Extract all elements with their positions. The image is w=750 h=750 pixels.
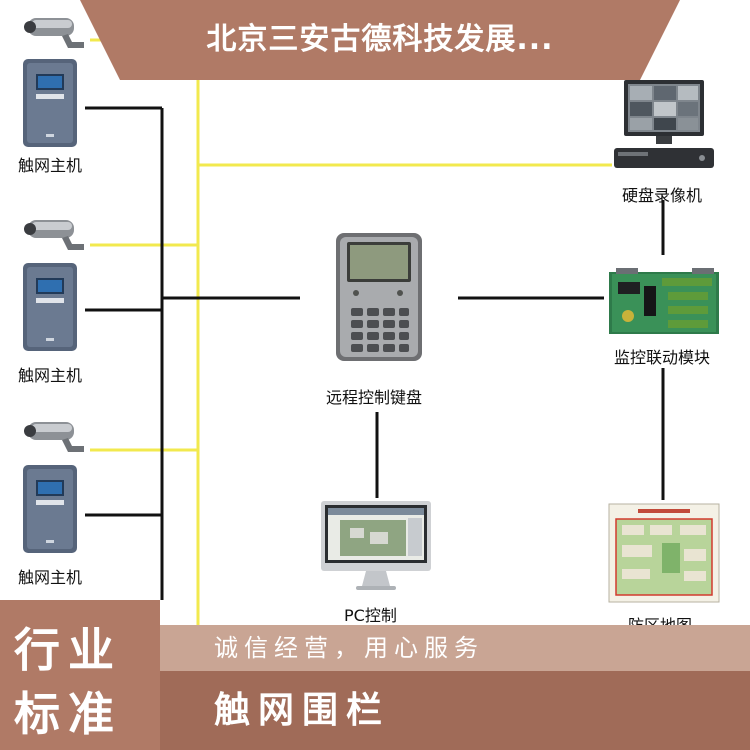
title-banner [80,0,680,80]
badge-line-1: 行业 [14,623,122,677]
slogan-text: 诚信经营，用心服务 [214,634,484,662]
industry-standard-badge: 行业 标准 [0,600,160,750]
cctv-camera-icon [24,220,84,250]
host-label: 触网主机 [18,366,83,385]
pc-monitor-icon [321,501,431,590]
circuit-board-icon [609,268,719,334]
pc-label: PC控制 [344,606,397,625]
cctv-camera-icon [24,422,84,452]
product-name: 触网围栏 [214,690,391,731]
product-bar [160,671,750,750]
keyboard-label: 远程控制键盘 [326,388,423,407]
dvr-icon [614,80,714,168]
badge-line-2: 标准 [14,687,122,741]
host-label: 触网主机 [18,568,83,587]
alarm-host-icon [23,59,77,147]
host-label: 触网主机 [18,156,83,175]
module-label: 监控联动模块 [614,348,711,367]
alarm-host-icon [23,465,77,553]
keypad-icon [336,233,422,361]
cctv-camera-icon [24,18,84,48]
dvr-label: 硬盘录像机 [622,186,703,205]
site-map-icon [608,503,720,603]
slogan-bar [160,625,750,671]
alarm-host-icon [23,263,77,351]
banner-title: 北京三安古德科技发展... [206,22,554,57]
signal-wires [85,106,665,600]
